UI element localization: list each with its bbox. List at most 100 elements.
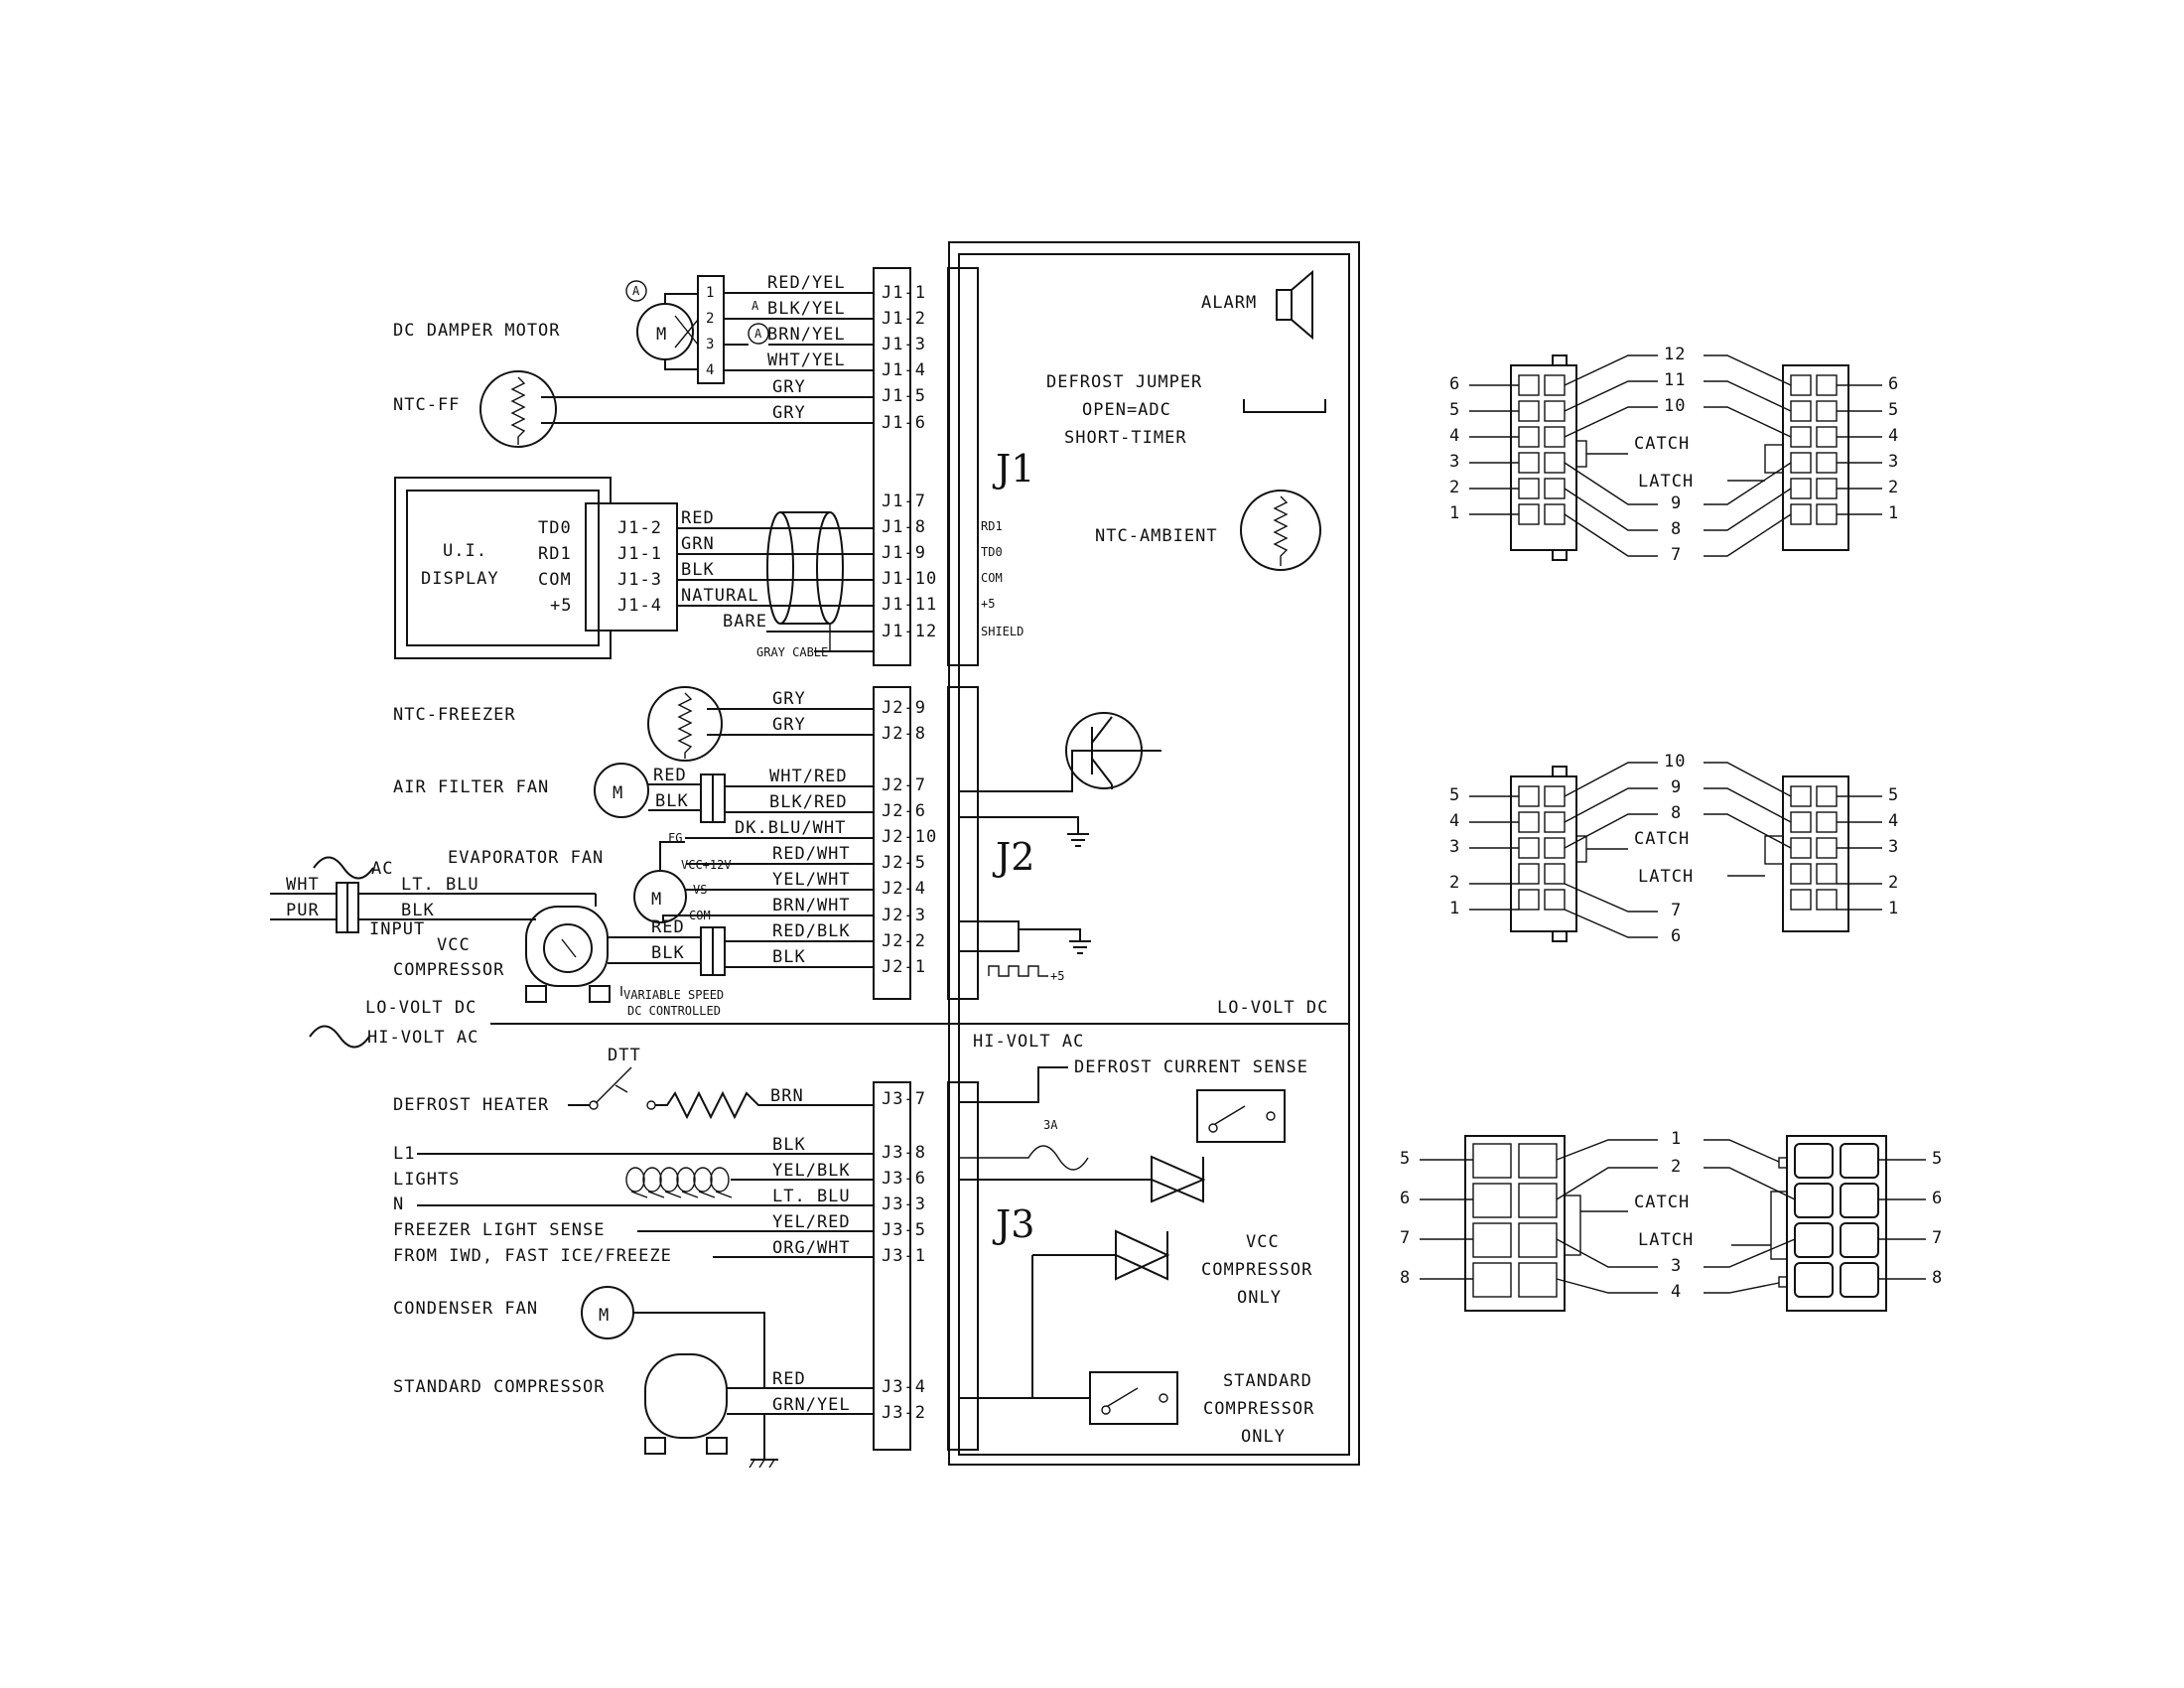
ground-icon — [1067, 833, 1089, 847]
plus5-label: +5 — [1050, 969, 1064, 983]
connector-8pin: 5 6 7 8 1 2 3 4 CATCH LATCH 5 6 7 8 — [1400, 1129, 1943, 1312]
motor-terminal-block — [697, 275, 725, 384]
c12-mid-9: 9 — [1671, 493, 1682, 513]
evaporator-fan-label: EVAPORATOR FAN — [448, 848, 604, 868]
standard-compressor-label: STANDARD COMPRESSOR — [393, 1377, 605, 1397]
vcc-only-label-1: VCC — [1246, 1232, 1280, 1252]
var-speed-label-2: DC CONTROLLED — [627, 1004, 721, 1018]
wire-j2-1-color: BLK — [772, 947, 806, 967]
wire-j2-2-color: RED/BLK — [772, 921, 851, 941]
ntc-freezer-label: NTC-FREEZER — [393, 705, 516, 725]
ntc-ambient-label: NTC-AMBIENT — [1095, 526, 1218, 546]
dtt-switch-icon — [589, 1066, 656, 1110]
gray-cable-shield-icon — [766, 511, 844, 651]
c10-left-3: 3 — [1449, 837, 1460, 857]
pin-j2-1: J2-1 — [882, 957, 926, 977]
motor-pin-2: 2 — [706, 311, 715, 327]
c12-mid-11: 11 — [1664, 370, 1686, 390]
wire-j2-6-color: BLK/RED — [769, 792, 848, 812]
circle-a-marker: A — [625, 280, 647, 302]
j1-inner-p5: +5 — [981, 597, 995, 611]
j3-connector-housing — [873, 1081, 979, 1451]
wire-j2-9-color: GRY — [772, 689, 806, 709]
input-label: INPUT — [369, 919, 425, 939]
wire-j3-4-color: RED — [772, 1369, 806, 1389]
pur-label: PUR — [286, 901, 320, 920]
ui-wire-grn: GRN — [681, 534, 715, 554]
lo-volt-dc-label: LO-VOLT DC — [365, 998, 477, 1018]
c10-right-3: 3 — [1888, 837, 1899, 857]
c12-right-3: 3 — [1888, 452, 1899, 472]
pin-j3-4: J3-4 — [882, 1377, 926, 1397]
connector-10pin: 5 4 3 2 1 10 9 8 7 6 CATCH LATCH 5 4 3 2… — [1449, 752, 1899, 946]
c10-left-4: 4 — [1449, 811, 1460, 831]
jumper-symbol — [1243, 399, 1326, 413]
ui-wire-red: RED — [681, 508, 715, 528]
c10-mid-9: 9 — [1671, 777, 1682, 797]
pin-j3-1: J3-1 — [882, 1246, 926, 1266]
triac-vcc-icon — [1115, 1229, 1170, 1281]
pin-j3-6: J3-6 — [882, 1169, 926, 1189]
wire-j1-4-color: WHT/YEL — [767, 351, 846, 370]
j1-inner-shield: SHIELD — [981, 625, 1024, 638]
std-only-label-1: STANDARD — [1223, 1371, 1312, 1391]
c12-right-1: 1 — [1888, 503, 1899, 523]
air-fan-inline-connector — [700, 774, 726, 823]
j1-connector-housing — [873, 267, 979, 666]
ntc-ff-label: NTC-FF — [393, 395, 460, 415]
c12-mid-10: 10 — [1664, 396, 1686, 416]
pin-j1-1: J1-1 — [882, 283, 926, 303]
vcc12-label: VCC+12V — [681, 858, 732, 872]
pin-j1-9: J1-9 — [882, 543, 926, 563]
alarm-label: ALARM — [1201, 293, 1257, 313]
motor-m-letter: M — [656, 325, 667, 345]
c12-mid-12: 12 — [1664, 345, 1686, 364]
defrost-jumper-label-1: DEFROST JUMPER — [1046, 372, 1202, 392]
triac-light-icon — [1151, 1155, 1206, 1203]
pin-j3-2: J3-2 — [882, 1403, 926, 1423]
pin-j1-5: J1-5 — [882, 386, 926, 406]
comp-wire-red: RED — [651, 917, 685, 937]
condenser-fan-label: CONDENSER FAN — [393, 1299, 538, 1319]
j2-connector-housing — [873, 686, 979, 1000]
c10-mid-10: 10 — [1664, 752, 1686, 772]
fuse-icon — [959, 1145, 1089, 1171]
vcc-compressor-label: COMPRESSOR — [393, 960, 504, 980]
c10-left-2: 2 — [1449, 873, 1460, 893]
vcc-label: VCC — [437, 935, 471, 955]
pin-j2-9: J2-9 — [882, 698, 926, 718]
c12-right-2: 2 — [1888, 478, 1899, 497]
ui-pin-4: J1-4 — [617, 596, 662, 616]
pin-j1-7: J1-7 — [882, 492, 926, 511]
lights-label: LIGHTS — [393, 1170, 460, 1190]
c12-left-6: 6 — [1449, 374, 1460, 394]
j1-inner-td0: TD0 — [981, 545, 1003, 559]
wire-j2-5-color: RED/WHT — [772, 844, 851, 864]
wire-j1-3-color: BRN/YEL — [767, 325, 846, 345]
ui-td0-label: TD0 — [538, 518, 572, 538]
hi-volt-wave-icon — [309, 1025, 370, 1049]
wire-j1-1-color: RED/YEL — [767, 273, 846, 293]
condenser-fan-motor-icon: M — [581, 1286, 634, 1339]
pin-j2-3: J2-3 — [882, 906, 926, 925]
ui-connector — [585, 502, 678, 632]
pin-j2-7: J2-7 — [882, 775, 926, 795]
connector-12pin: 6 5 4 3 2 1 12 11 10 9 8 7 CATCH LATCH 6… — [1449, 345, 1899, 565]
c10-mid-8: 8 — [1671, 803, 1682, 823]
c8-mid-4: 4 — [1671, 1282, 1682, 1302]
c10-catch: CATCH — [1634, 829, 1690, 849]
motor-pin-4: 4 — [706, 362, 715, 378]
c8-right-5: 5 — [1932, 1149, 1943, 1169]
c10-right-2: 2 — [1888, 873, 1899, 893]
ac-label: AC — [371, 859, 393, 879]
motor-pin-1: 1 — [706, 285, 715, 301]
wire-j3-6-color: YEL/BLK — [772, 1161, 851, 1181]
pulse-signal-icon — [988, 965, 1048, 977]
c8-right-8: 8 — [1932, 1268, 1943, 1288]
ui-display-inner — [406, 490, 600, 646]
relay-standard-compressor-icon — [1089, 1371, 1178, 1425]
comp-inline-connector — [700, 926, 726, 976]
wire-j3-8-color: BLK — [772, 1135, 806, 1155]
pin-j1-12: J1-12 — [882, 622, 937, 641]
pin-j2-6: J2-6 — [882, 801, 926, 821]
